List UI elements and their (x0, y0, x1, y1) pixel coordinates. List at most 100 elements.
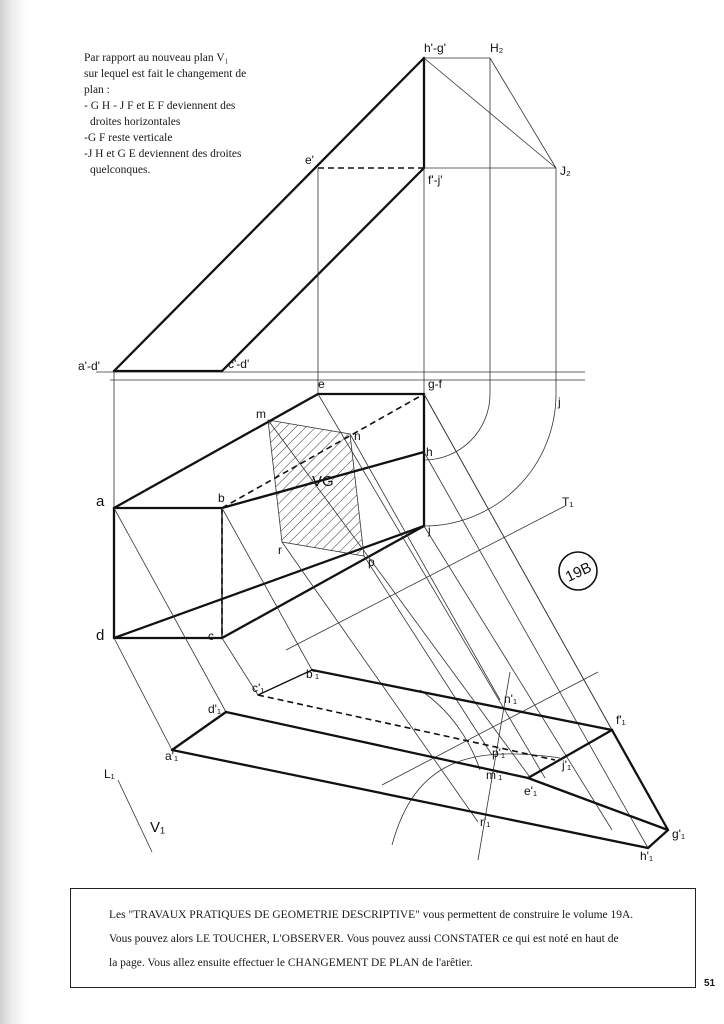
aux-f-g (610, 728, 670, 832)
projector-d (113, 637, 173, 751)
projector-m (267, 419, 533, 781)
plan-b-h (220, 450, 426, 510)
label-h1: h'₁ (640, 849, 653, 863)
projector-c (221, 637, 259, 696)
intro-line: - G H - J F et E F deviennent des (84, 100, 236, 112)
intro-line: -J H et G E deviennent des droites (84, 148, 242, 160)
label-a: a (96, 493, 105, 510)
drawing-labels: h'-g' H₂ e' f'-j' J₂ a'-d' c'-d' e g-f j… (78, 41, 685, 863)
label-m1: m'₁ (486, 768, 502, 782)
aux-c-b (257, 669, 313, 696)
projector-h (423, 451, 649, 849)
auxiliary-curve-2 (419, 689, 481, 771)
plan-view (112, 392, 566, 651)
projector-n (349, 433, 501, 701)
label-n: n (354, 429, 361, 443)
aux-d-e (224, 710, 530, 780)
aux-hidden-c (257, 694, 556, 761)
elevation-view (96, 56, 585, 381)
auxiliary-sweep (381, 671, 599, 786)
projector-a (113, 507, 227, 713)
label-L1: L₁ (104, 767, 115, 781)
label-b1: b'₁ (306, 667, 319, 681)
projector-e (317, 393, 546, 779)
label-T1: T₁ (562, 495, 573, 509)
label-c: c (208, 629, 214, 643)
intro-text: Par rapport au nouveau plan V₁ sur leque… (84, 50, 284, 178)
projector-f (423, 393, 613, 731)
label-h-g-prime: h'-g' (424, 41, 446, 55)
label-g1: g'₁ (672, 827, 685, 841)
projector-j (423, 525, 613, 831)
label-d: d (96, 627, 104, 644)
label-h: h (426, 445, 433, 459)
label-H2: H₂ (490, 41, 504, 55)
line-T1 (285, 505, 566, 651)
intro-line: droites horizontales (90, 116, 181, 128)
projectors-to-auxiliary (113, 393, 669, 861)
badge-circle (558, 551, 598, 591)
label-J2: J₂ (560, 164, 571, 178)
label-a-d-prime: a'-d' (78, 359, 100, 373)
projector-p (363, 555, 493, 756)
label-r1: r'₁ (480, 815, 490, 829)
label-e-prime: e' (305, 153, 314, 167)
label-j-low: j (427, 523, 431, 537)
label-e1: e'₁ (524, 784, 537, 798)
label-n1: n'₁ (504, 692, 517, 706)
label-vg: VG (312, 473, 334, 490)
edge-cd-f (220, 166, 426, 373)
label-b: b (218, 491, 225, 505)
label-d1: d'₁ (208, 702, 221, 716)
edge-ad-h (112, 56, 426, 373)
projector-b (221, 507, 313, 671)
label-r: r (278, 543, 282, 557)
label-e: e (318, 377, 325, 391)
note-line: la page. Vous allez ensuite effectuer le… (109, 957, 473, 969)
intro-line: quelconques. (90, 164, 151, 176)
note-line: Vous pouvez alors LE TOUCHER, L'OBSERVER… (109, 933, 619, 945)
recall-lines (113, 58, 557, 527)
projector-r (281, 541, 479, 823)
arc-inner (423, 393, 491, 461)
aux-a-h (170, 748, 650, 850)
page-number: 51 (704, 978, 716, 989)
label-j-top: j (557, 395, 561, 409)
arc-outer (423, 393, 557, 527)
label-f1: f'₁ (616, 713, 626, 727)
figure-badge: 19B (558, 551, 598, 591)
auxiliary-curve (391, 753, 561, 846)
intro-line: plan : (84, 84, 110, 96)
plan-d-j (112, 524, 426, 640)
label-j1: j'₁ (561, 758, 571, 772)
label-V1: V₁ (150, 819, 165, 836)
label-p: p (368, 555, 375, 569)
construction-H2-J2 (489, 57, 557, 169)
page-binding-shadow (0, 0, 26, 1024)
label-a1: a'₁ (165, 749, 178, 763)
aux-e-g (526, 776, 670, 832)
label-g-f: g-f (428, 377, 443, 391)
true-size-section (268, 420, 364, 556)
plan-top-left (112, 392, 320, 510)
label-c-d-prime: c'-d' (228, 357, 249, 371)
label-m: m (256, 407, 266, 421)
intro-line: sur lequel est fait le changement de (84, 68, 247, 80)
aux-h-g (646, 828, 670, 850)
label-c1: c'₁ (252, 681, 264, 695)
label-f-j-prime: f'-j' (428, 173, 443, 187)
note-line: Les "TRAVAUX PRATIQUES DE GEOMETRIE DESC… (109, 909, 634, 921)
intro-line: -G F reste verticale (84, 132, 173, 144)
plan-c-j (220, 524, 426, 640)
badge-text: 19B (563, 559, 594, 586)
intro-line: Par rapport au nouveau plan V₁ (84, 52, 229, 64)
auxiliary-ray (477, 671, 511, 861)
aux-a-f (170, 710, 228, 752)
label-p1: p'₁ (492, 746, 505, 760)
note-box: Les "TRAVAUX PRATIQUES DE GEOMETRIE DESC… (70, 888, 696, 988)
aux-b-f (310, 668, 614, 732)
line-L1 (117, 779, 153, 853)
hidden-b-g (221, 393, 425, 509)
auxiliary-view (117, 668, 670, 853)
